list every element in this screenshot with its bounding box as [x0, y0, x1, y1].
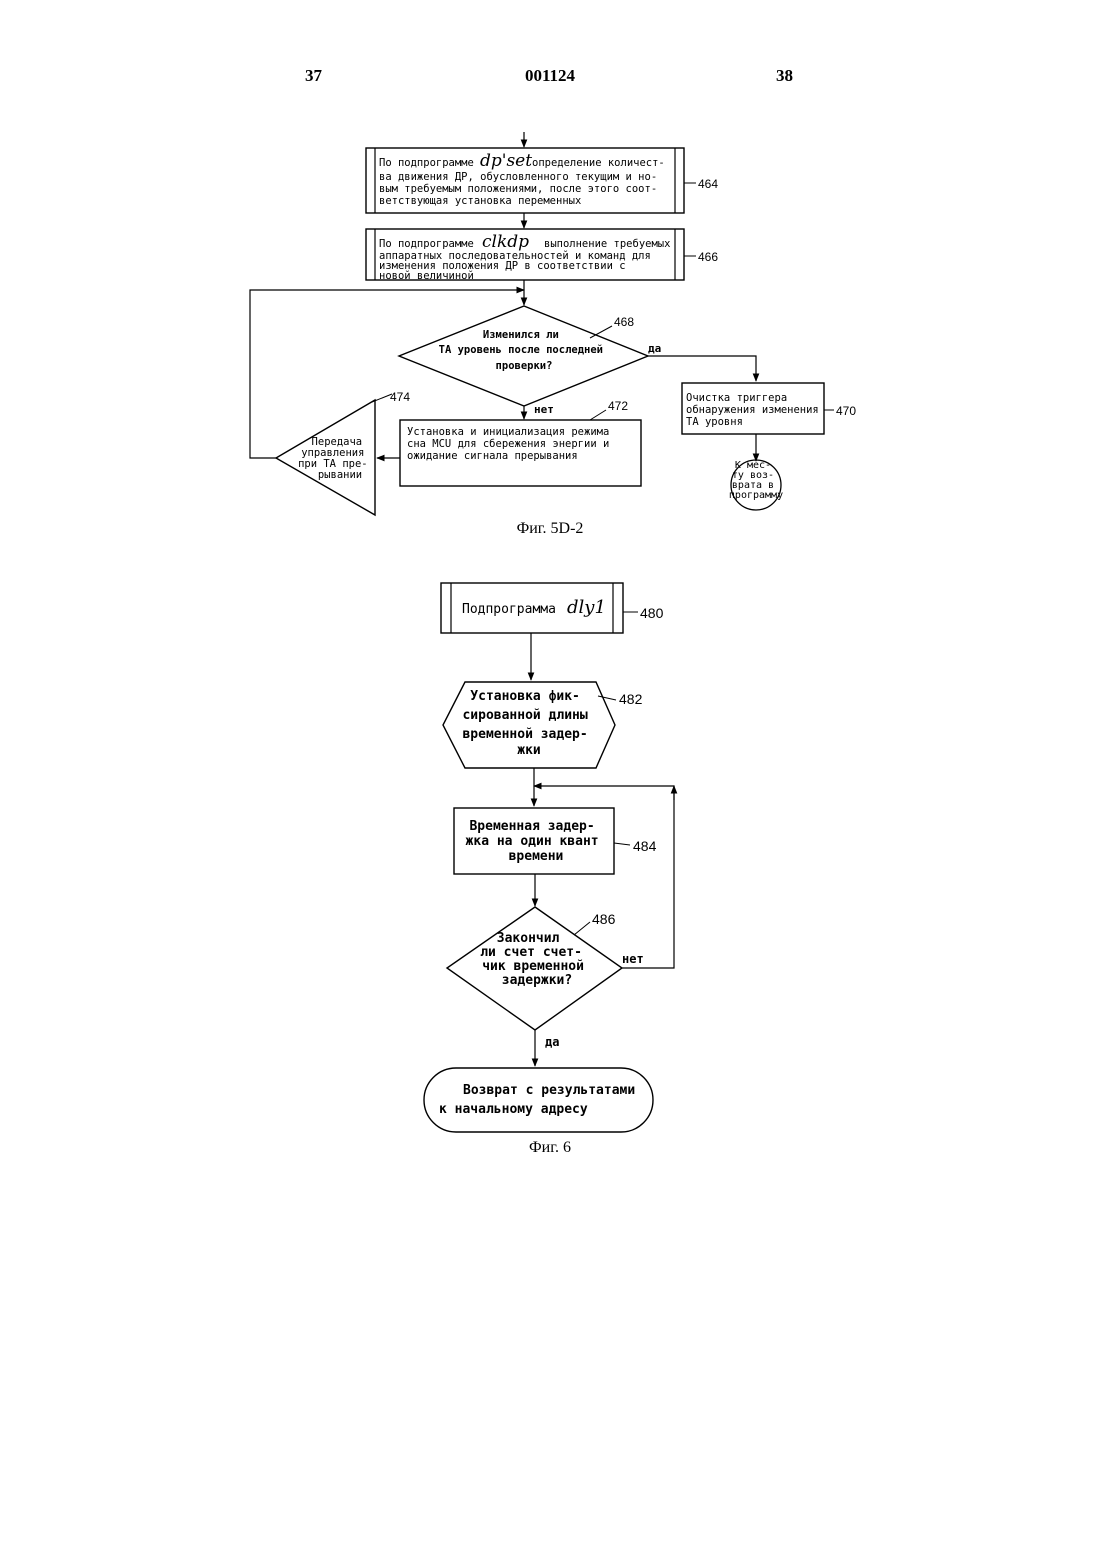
svg-text:По подпрограмме: По подпрограмме: [379, 157, 474, 169]
terminal-line-1: Возврат с результатами: [463, 1083, 635, 1098]
ref-474: 474: [390, 390, 410, 404]
svg-text:Установка фик- сирован: Установка фик- сированной длины временно…: [462, 689, 595, 758]
decision468-no: нет: [534, 403, 554, 416]
box470-line-1: Очистка триггера: [686, 392, 787, 404]
decision468-line-1: Изменился ли: [483, 329, 559, 341]
box472-line-1: Установка и инициализация режима: [407, 426, 609, 438]
ref-466: 466: [698, 250, 718, 264]
svg-text:К мес- ту воз-: К мес- ту воз- врата в программу: [729, 460, 783, 501]
box464-line-1: ва движения ДР, обусловленного текущим и…: [379, 171, 657, 183]
hex482-line-4: жки: [517, 743, 540, 758]
svg-text:Изменился ли ТА уровен: Изменился ли ТА уровень после последней …: [439, 329, 610, 372]
triangle474-line-4: рывании: [318, 469, 362, 481]
decision486-line-2: ли счет счет-: [480, 945, 582, 960]
box466-suffix: выполнение требуемых: [544, 238, 670, 250]
svg-text:аппаратных последовательностей: аппаратных последовательностей и команд …: [379, 250, 657, 282]
decision486-no: нет: [622, 952, 644, 966]
ref-470: 470: [836, 404, 856, 418]
return-connector: К мес- ту воз- врата в программу: [729, 460, 783, 510]
box470-line-3: ТА уровня: [686, 416, 743, 428]
decision486-yes: да: [545, 1035, 559, 1049]
ref-486: 486: [592, 911, 616, 927]
box480-label: Подпрограмма: [462, 602, 556, 617]
arrow-468-yes: [648, 356, 756, 381]
hex482-line-1: Установка фик-: [470, 689, 580, 704]
offpage-triangle-474: Передача управления при ТА пре- рывании …: [276, 390, 410, 515]
decision486-line-3: чик временной: [482, 959, 584, 974]
terminal-return: Возврат с результатами к начальному адре…: [424, 1068, 653, 1132]
decision468-yes: да: [648, 342, 661, 355]
ref-464: 464: [698, 177, 718, 191]
decision486-line-4: задержки?: [502, 973, 572, 988]
box470-line-2: обнаружения изменения: [686, 404, 819, 416]
process-box-470: Очистка триггера обнаружения изменения Т…: [682, 383, 856, 434]
box484-line-2: жка на один квант: [466, 834, 599, 849]
box484-line-1: Временная задер-: [469, 819, 594, 834]
hex482-line-3: временной задер-: [462, 727, 587, 742]
start-box-480: Подпрограмма dly1 480: [441, 583, 664, 633]
ref-480: 480: [640, 605, 664, 621]
box464-suffix: определение количест-: [532, 157, 665, 169]
box472-line-3: ожидание сигнала прерывания: [407, 450, 578, 462]
box472-line-2: сна MCU для сбережения энергии и: [407, 438, 609, 450]
box480-routine: dly1: [567, 597, 606, 618]
process-box-472: Установка и инициализация режима сна MCU…: [400, 399, 641, 486]
svg-text:Установка и инициализация режи: Установка и инициализация режима сна MCU…: [407, 426, 616, 462]
figure-5d-2-caption: Фиг. 5D-2: [517, 520, 584, 537]
box464-routine: dp'set: [480, 151, 532, 171]
svg-text:ва движения ДР, обусловленного: ва движения ДР, обусловленного текущим и…: [379, 171, 663, 207]
decision468-line-3: проверки?: [496, 360, 553, 372]
svg-text:Очистка триггера обнар: Очистка триггера обнаружения изменения Т…: [686, 392, 825, 428]
ref-472: 472: [608, 399, 628, 413]
box464-prefix: По подпрограмме: [379, 157, 474, 169]
terminal-line-2: к начальному адресу: [439, 1102, 588, 1117]
preparation-hexagon-482: Установка фик- сированной длины временно…: [443, 682, 643, 768]
box466-prefix: По подпрограмме: [379, 238, 474, 250]
process-box-484: Временная задер- жка на один квант време…: [454, 808, 657, 874]
ref-484: 484: [633, 838, 657, 854]
decision-486: Закончил ли счет счет- чик временной зад…: [447, 907, 644, 1049]
hex482-line-2: сированной длины: [462, 708, 587, 723]
figure-6-caption: Фиг. 6: [529, 1139, 571, 1156]
connector-line-4: программу: [729, 490, 783, 501]
figure-6: Подпрограмма dly1 480 Установка фик- сир…: [424, 583, 674, 1156]
box464-line-2: вым требуемым положениями, после этого с…: [379, 183, 657, 195]
decision468-line-2: ТА уровень после последней: [439, 344, 603, 356]
box484-line-3: времени: [509, 849, 564, 864]
box466-line-3: новой величиной: [379, 270, 474, 282]
figure-5d-2: По подпрограмме dp'set определение колич…: [250, 132, 856, 537]
ref-468: 468: [614, 315, 634, 329]
svg-text:Закончил ли счет счет-: Закончил ли счет счет- чик временной зад…: [480, 931, 592, 988]
svg-text:Возврат с результатами: Возврат с результатами к начальному адре…: [439, 1083, 643, 1117]
decision486-line-1: Закончил: [497, 931, 560, 946]
svg-text:Передача управления: Передача управления при ТА пре- рывании: [298, 436, 374, 481]
box466-routine: clkdp: [482, 232, 529, 252]
process-box-466: По подпрограмме clkdp выполнение требуем…: [366, 229, 718, 282]
svg-text:Временная задер- жка н: Временная задер- жка на один квант време…: [466, 819, 607, 864]
process-box-464: По подпрограмме dp'set определение колич…: [366, 148, 718, 213]
ref-482: 482: [619, 691, 643, 707]
box464-line-3: ветствующая установка переменных: [379, 195, 581, 207]
